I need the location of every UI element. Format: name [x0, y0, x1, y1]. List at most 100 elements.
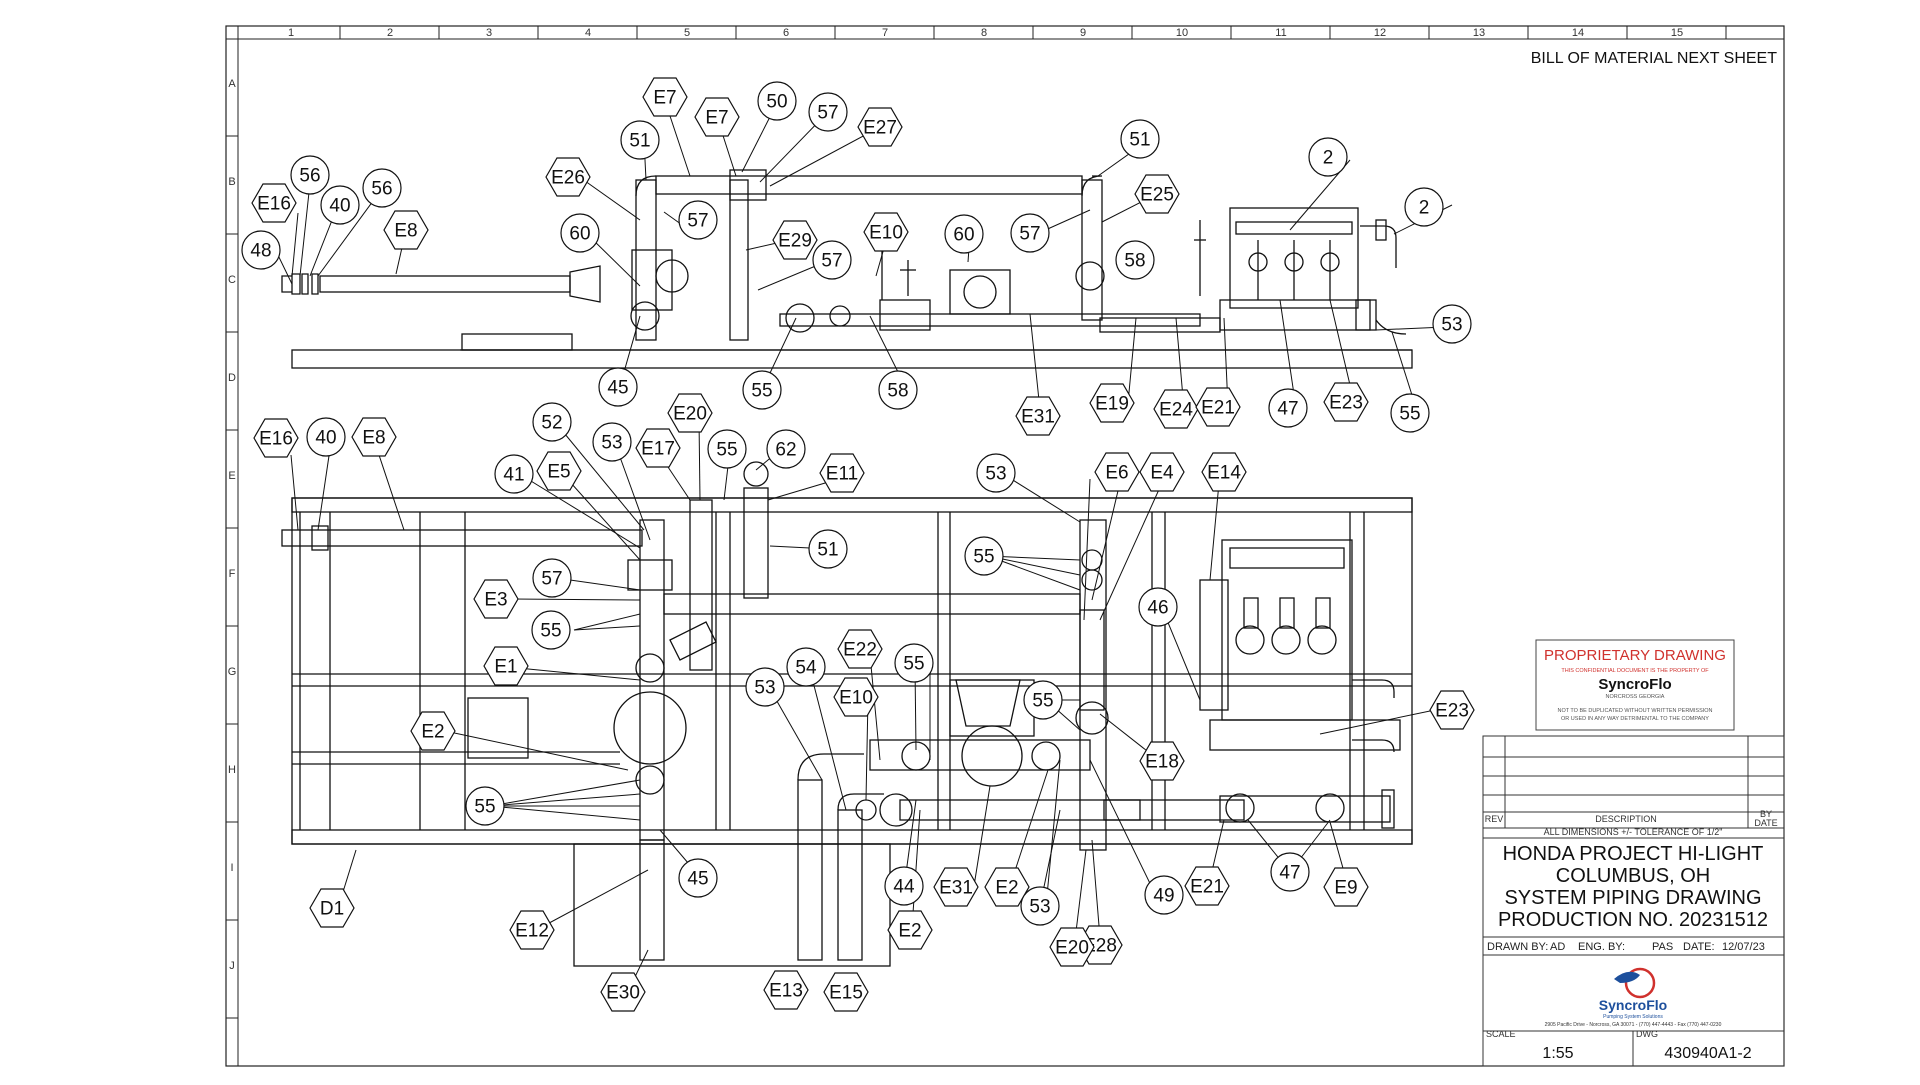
plan-mid-header: [869, 739, 1091, 771]
scale-value: 1:55: [1542, 1045, 1573, 1062]
logo-address: 2905 Pacific Drive - Norcross, GA 30071 …: [1545, 1022, 1722, 1028]
callout-bubble: 47: [1268, 388, 1308, 428]
callout-label: 57: [541, 569, 562, 590]
callout-hexagon: [1015, 396, 1061, 436]
callout-bubble: 41: [494, 454, 534, 494]
callout-circle: [620, 120, 660, 160]
by-label: BY: [1760, 809, 1772, 819]
callout-label: 53: [754, 678, 775, 699]
callout-bubble: E25: [1134, 174, 1180, 214]
title-line-1: HONDA PROJECT HI-LIGHT: [1503, 843, 1764, 865]
callout-circle: [808, 92, 848, 132]
callout-circle: [306, 417, 346, 457]
callout-label: 55: [540, 621, 561, 642]
callout-bubble: E10: [863, 212, 909, 252]
row-label: D: [228, 372, 236, 384]
callout-circle: [560, 213, 600, 253]
callout-bubble: 57: [1010, 213, 1050, 253]
stamp-title: PROPRIETARY DRAWING: [1544, 647, 1726, 664]
callout-label: E17: [641, 439, 675, 460]
callout-label: 2: [1323, 148, 1334, 169]
plan-skid-frame: [291, 497, 1413, 845]
elevation-base-plate: [461, 333, 573, 351]
motor-left: [467, 697, 529, 759]
callout-hexagon: [536, 451, 582, 491]
main-header: [779, 313, 1201, 327]
eng-by-value: PAS: [1652, 941, 1673, 953]
callout-circle: [742, 370, 782, 410]
callout-circle: [1268, 388, 1308, 428]
proprietary-stamp: PROPRIETARY DRAWING THIS CONFIDENTIAL DO…: [1535, 639, 1735, 731]
callout-label: E21: [1190, 877, 1224, 898]
column-label: 9: [1080, 27, 1086, 39]
pump-casing-2: [963, 275, 997, 309]
callout-circle: [707, 429, 747, 469]
callout-circle: [531, 610, 571, 650]
plan-subframe: [573, 843, 891, 967]
callout-bubble: 45: [598, 367, 638, 407]
callout-bubble: 46: [1138, 587, 1178, 627]
callout-circle: [598, 367, 638, 407]
callout-bubble: 55: [1023, 680, 1063, 720]
plan-header: [663, 593, 1081, 615]
callout-bubble: E23: [1429, 690, 1475, 730]
callout-bubble: E12: [509, 910, 555, 950]
callout-label: E16: [259, 429, 293, 450]
callout-hexagon: [1139, 452, 1185, 492]
callout-hexagon: [694, 97, 740, 137]
callout-hexagon: [635, 428, 681, 468]
pump-plan-2: [961, 725, 1023, 787]
callout-label: E8: [362, 428, 385, 449]
column-label: 5: [684, 27, 690, 39]
callout-circle: [1020, 886, 1060, 926]
callout-label: 40: [315, 428, 336, 449]
callout-circle: [1010, 213, 1050, 253]
callout-hexagon: [763, 970, 809, 1010]
callout-bubble: E20: [667, 393, 713, 433]
stamp-border: [1535, 639, 1735, 731]
callout-hexagon: [545, 157, 591, 197]
callout-circle: [976, 453, 1016, 493]
eng-by-label: ENG. BY:: [1578, 941, 1625, 953]
callout-label: E3: [484, 590, 507, 611]
title-line-4: PRODUCTION NO. 20231512: [1498, 909, 1768, 931]
callout-bubble: E18: [1139, 741, 1185, 781]
callout-label: E24: [1159, 400, 1193, 421]
callout-label: 57: [687, 211, 708, 232]
plan-control-cabinet: [1221, 539, 1353, 721]
column-label: 12: [1374, 27, 1386, 39]
logo-tagline: Pumping System Solutions: [1603, 1014, 1663, 1020]
callout-label: E16: [257, 194, 291, 215]
callout-bubble: 47: [1270, 852, 1310, 892]
dwg-number: 430940A1-2: [1664, 1045, 1751, 1062]
callout-bubble: E23: [1323, 382, 1369, 422]
column-label: 6: [783, 27, 789, 39]
callout-hexagon: [933, 867, 979, 907]
callout-label: 56: [299, 166, 320, 187]
row-label: I: [230, 862, 233, 874]
callout-bubble: E24: [1153, 389, 1199, 429]
callout-bubble: E29: [772, 220, 818, 260]
plan-view: [281, 461, 1413, 967]
callout-bubble: 53: [976, 453, 1016, 493]
callout-circle: [532, 402, 572, 442]
bom-note: BILL OF MATERIAL NEXT SHEET: [1531, 50, 1778, 67]
plan-outlet-e30: [639, 839, 665, 961]
callout-bubble: 56: [290, 155, 330, 195]
callout-label: 55: [474, 797, 495, 818]
callout-bubble: E31: [1015, 396, 1061, 436]
callout-label: E27: [863, 118, 897, 139]
callout-label: E20: [673, 404, 707, 425]
callout-bubble: E9: [1323, 867, 1369, 907]
callout-label: 41: [503, 465, 524, 486]
callout-circle: [290, 155, 330, 195]
callout-label: 53: [601, 433, 622, 454]
callout-circle: [1023, 680, 1063, 720]
callout-label: E13: [769, 981, 803, 1002]
pump-casing-3: [1075, 261, 1105, 291]
callout-circle: [808, 529, 848, 569]
callout-label: 55: [751, 381, 772, 402]
callout-bubble: E8: [351, 417, 397, 457]
column-label: 11: [1275, 27, 1286, 39]
